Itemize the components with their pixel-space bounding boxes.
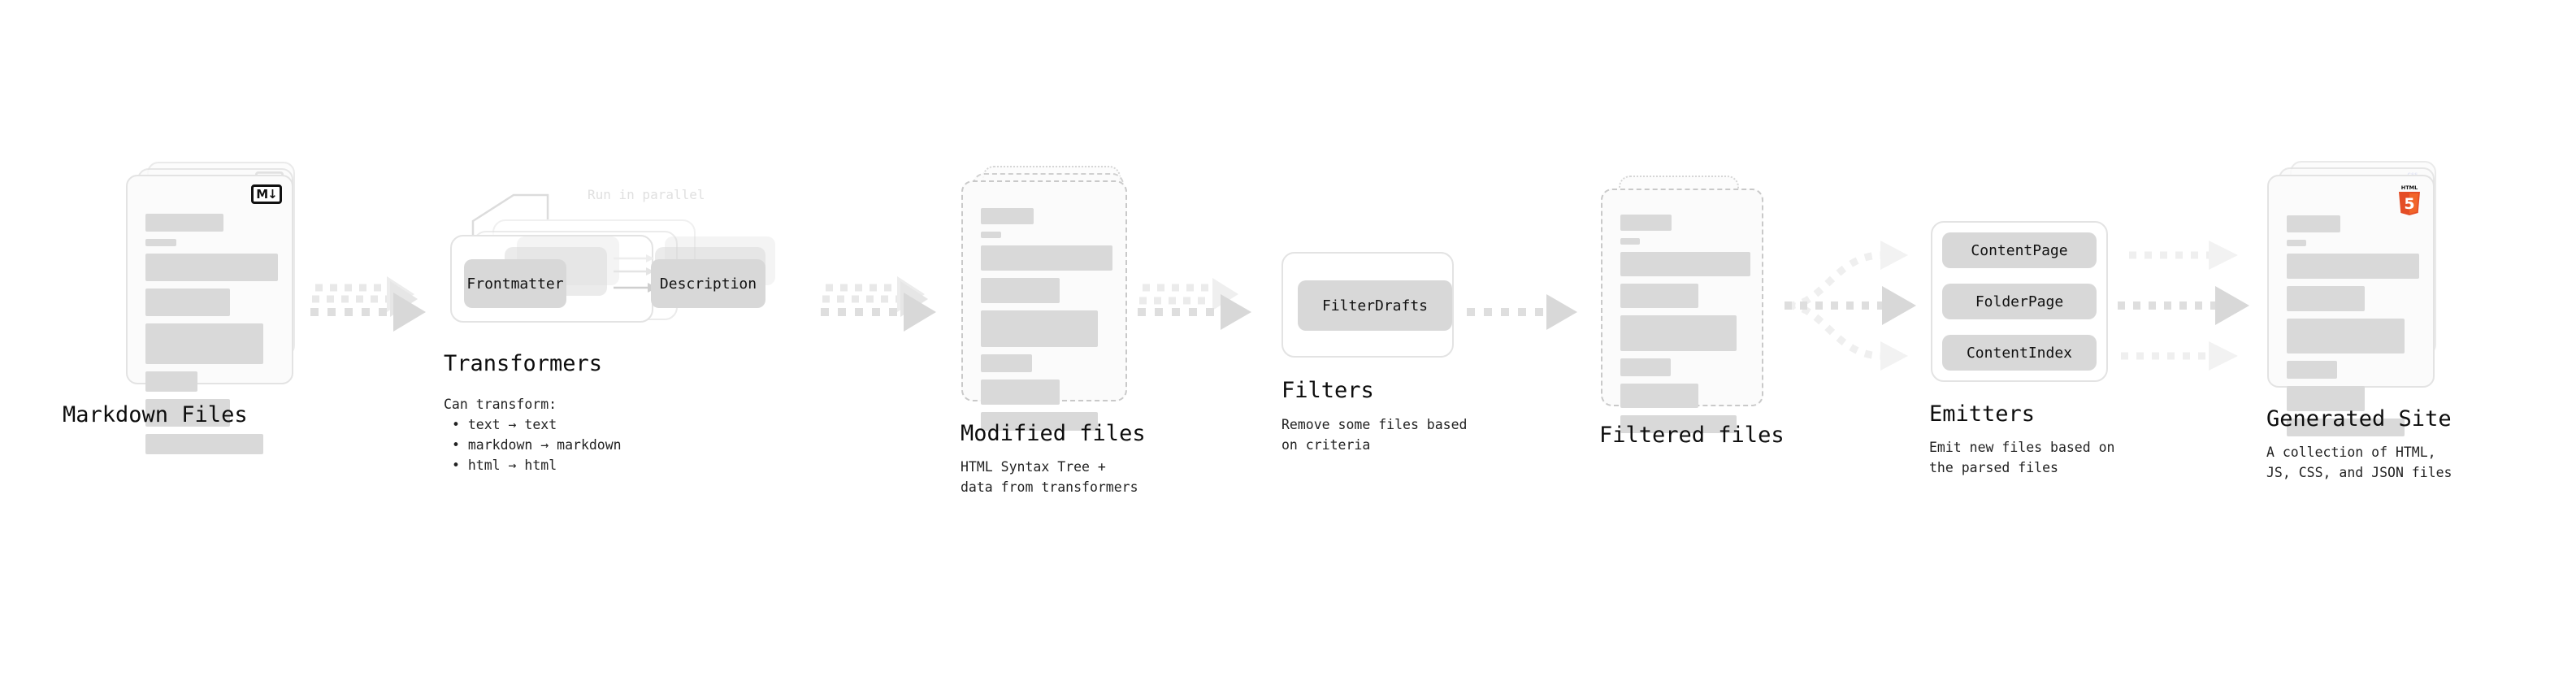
page-title-filters: Filters (1281, 378, 1374, 403)
transformer-chip-frontmatter[interactable]: Frontmatter (464, 259, 566, 308)
list-item: • markdown → markdown (452, 437, 622, 453)
filter-chip-filterdrafts[interactable]: FilterDrafts (1298, 280, 1452, 331)
filters-subtitle: Remove some files based on criteria (1281, 417, 1468, 453)
file-skeleton (981, 208, 1112, 438)
svg-text:5: 5 (2404, 195, 2414, 213)
file-skeleton (1620, 215, 1750, 440)
transformer-chip-label: Frontmatter (466, 275, 564, 293)
emitter-chip-label: ContentPage (1971, 241, 2068, 259)
emitter-chip-folderpage[interactable]: FolderPage (1942, 284, 2097, 319)
page-title-emitters: Emitters (1929, 401, 2036, 427)
connector-transformers-to-modified (821, 276, 936, 332)
filtered-file-stack (1601, 176, 1772, 433)
emitter-chip-contentpage[interactable]: ContentPage (1942, 232, 2097, 268)
modified-subtitle: HTML Syntax Tree + data from transformer… (961, 459, 1138, 495)
emitters-subtitle: Emit new files based on the parsed files (1929, 440, 2115, 475)
modified-sheet-front (961, 180, 1127, 431)
modified-file-stack (961, 166, 1132, 431)
stage-generated-site: CSS HTML 5 (2266, 161, 2452, 480)
page-title-generated-site: Generated Site (2266, 406, 2452, 432)
html5-icon: HTML 5 (2396, 183, 2423, 215)
svg-text:HTML: HTML (2401, 184, 2418, 191)
transformer-chip-description[interactable]: Description (651, 259, 765, 308)
filtered-sheet-front (1601, 189, 1763, 433)
page-title-filtered: Filtered files (1599, 423, 1785, 448)
page-title-markdown: Markdown Files (63, 402, 248, 427)
emitter-chip-contentindex[interactable]: ContentIndex (1942, 335, 2097, 371)
markdown-sheet-front: M↓ (126, 175, 293, 454)
file-skeleton (2287, 215, 2419, 444)
markdown-file-stack: M↓ M↓ M↓ (126, 162, 297, 454)
transformers-bullet-list: • text → text • markdown → markdown • ht… (452, 414, 622, 475)
stage-filtered-files: Filtered files (1599, 176, 1785, 448)
connector-filters-to-filtered (1467, 294, 1577, 330)
page-title-transformers: Transformers (444, 351, 603, 376)
connector-filtered-to-emitters (1785, 241, 1916, 371)
file-skeleton (145, 214, 278, 462)
transformers-subtitle: Can transform: (444, 397, 557, 412)
connector-markdown-to-transformers (310, 276, 426, 332)
connector-emitters-to-site (2118, 241, 2249, 371)
filter-chip-label: FilterDrafts (1321, 297, 1429, 314)
generated-site-stack: CSS HTML 5 (2267, 161, 2442, 436)
run-in-parallel-brace (471, 193, 549, 252)
emitter-chip-label: FolderPage (1975, 293, 2064, 310)
stage-modified-files: Modified files HTML Syntax Tree + data f… (961, 166, 1146, 495)
connector-modified-to-filters (1138, 278, 1251, 330)
transformer-chip-label: Description (659, 275, 757, 293)
list-item: • text → text (452, 417, 557, 432)
list-item: • html → html (452, 458, 557, 473)
stage-markdown-files: M↓ M↓ M↓ Markdown Files (63, 162, 297, 454)
markdown-icon: M↓ (251, 184, 282, 204)
run-in-parallel-label: Run in parallel (588, 187, 705, 202)
emitter-chip-label: ContentIndex (1966, 344, 2073, 362)
page-title-modified: Modified files (961, 421, 1146, 446)
site-sheet-front-html5: HTML 5 (2267, 175, 2435, 436)
generated-site-subtitle: A collection of HTML, JS, CSS, and JSON … (2266, 445, 2452, 480)
